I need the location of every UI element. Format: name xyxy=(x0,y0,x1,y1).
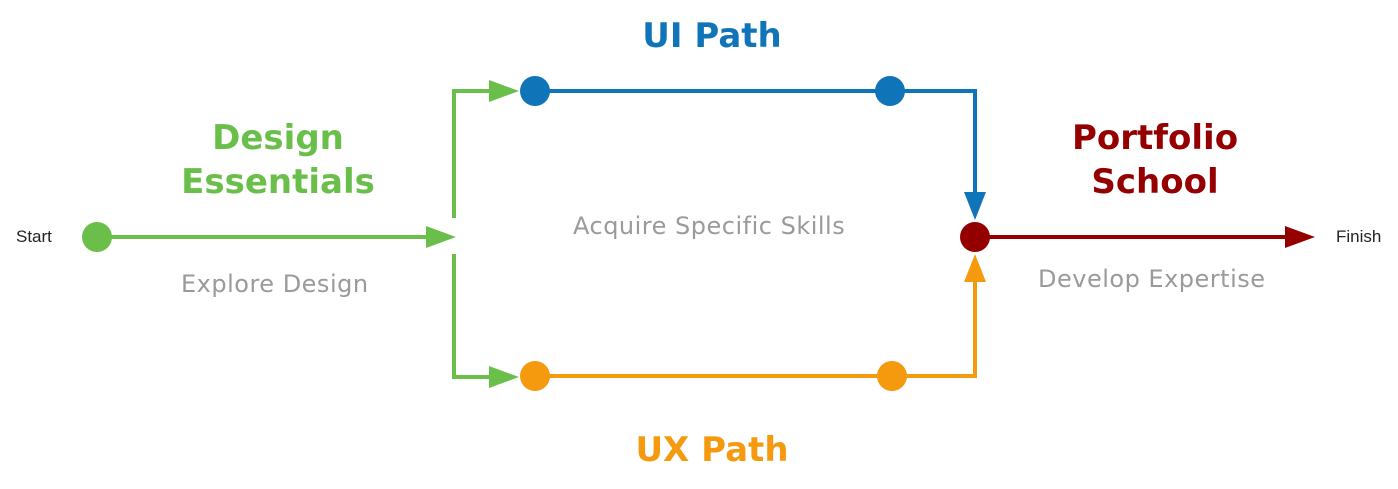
start-label: Start xyxy=(16,227,52,246)
green-branch-down-arrowhead xyxy=(489,366,519,388)
portfolio-school-arrowhead xyxy=(1285,226,1315,248)
merge-node xyxy=(960,222,990,252)
ux-path-arrowhead xyxy=(964,254,986,282)
ux-path-heading: UX Path xyxy=(635,430,789,470)
portfolio-school-heading: Portfolio School xyxy=(1040,116,1270,204)
green-branch-up-arrowhead xyxy=(489,80,519,102)
portfolio-school-line-1: Portfolio xyxy=(1071,118,1239,158)
ui-path-start-node xyxy=(520,76,550,106)
portfolio-school-line-2: School xyxy=(1091,162,1219,202)
ux-path-line xyxy=(535,278,977,378)
acquire-skills-text: Acquire Specific Skills xyxy=(573,212,846,240)
green-branch-down xyxy=(452,254,493,379)
ui-path-line xyxy=(535,89,977,196)
ux-path-end-node xyxy=(877,361,907,391)
design-essentials-arrowhead xyxy=(426,226,456,248)
ui-path-end-node xyxy=(875,76,905,106)
start-node xyxy=(82,222,112,252)
design-essentials-heading: Design Essentials xyxy=(160,116,396,204)
green-branch-up xyxy=(452,89,493,218)
design-essentials-line-2: Essentials xyxy=(181,162,375,202)
explore-design-text: Explore Design xyxy=(181,270,369,298)
ux-path-start-node xyxy=(520,361,550,391)
ui-path-heading: UI Path xyxy=(642,16,782,56)
finish-label: Finish xyxy=(1336,227,1382,246)
develop-expertise-text: Develop Expertise xyxy=(1038,265,1266,293)
design-essentials-line-1: Design xyxy=(212,118,344,158)
ui-path-arrowhead xyxy=(964,192,986,220)
